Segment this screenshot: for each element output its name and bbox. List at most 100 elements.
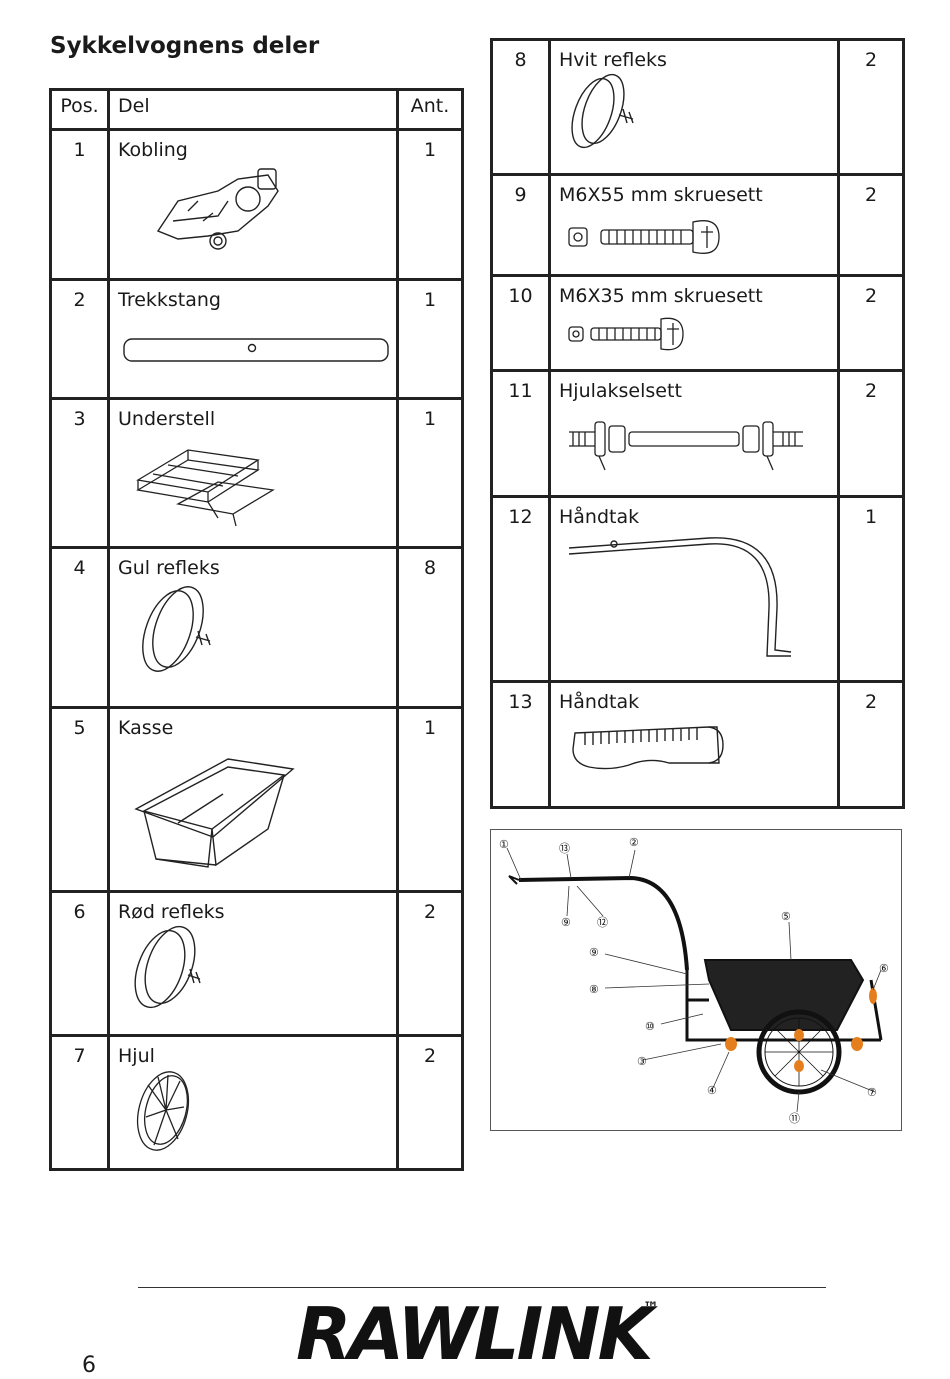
- header-pos: Pos.: [49, 88, 110, 131]
- part-cell: Håndtak: [548, 495, 840, 683]
- callout-12: ⑫: [597, 916, 608, 929]
- callout-3: ③: [637, 1055, 647, 1068]
- assembly-diagram: ① ⑬ ② ⑨ ⑫ ⑤ ⑨ ⑥ ⑧ ⑩ ③ ④ ⑦ ⑪: [490, 829, 902, 1131]
- header-ant: Ant.: [396, 88, 464, 131]
- brand-logo: RAWLINK: [296, 1292, 653, 1376]
- part-cell: Rød refleks: [107, 890, 399, 1037]
- part-name: M6X35 mm skruesett: [559, 285, 763, 307]
- tow-bar-icon: [123, 338, 389, 362]
- part-name: Håndtak: [559, 691, 640, 713]
- part-name: Trekkstang: [118, 289, 221, 311]
- grip-icon: [572, 726, 724, 770]
- footer-divider: [138, 1287, 826, 1288]
- reflector-icon: [134, 925, 201, 1009]
- long-bolt-icon: [568, 220, 720, 254]
- qty-cell: 8: [396, 546, 464, 709]
- pos-cell: 9: [490, 173, 551, 277]
- qty-cell: 2: [837, 680, 905, 809]
- wheel-icon: [136, 1071, 190, 1151]
- reflector-icon: [571, 73, 634, 149]
- table-row: 2 Trekkstang 1: [49, 278, 464, 400]
- qty-cell: 1: [396, 706, 464, 893]
- handle-bar-icon: [568, 537, 792, 657]
- parts-table-right: 8 Hvit refleks 2 9 M6X55 mm skruesett: [490, 38, 905, 809]
- part-cell: Kobling: [107, 128, 399, 281]
- part-name: Kobling: [118, 139, 188, 161]
- part-name: M6X55 mm skruesett: [559, 184, 763, 206]
- pos-cell: 10: [490, 274, 551, 372]
- table-row: 13 Håndtak 2: [490, 680, 905, 809]
- pos-cell: 8: [490, 38, 551, 176]
- trailer-illustration: ① ⑬ ② ⑨ ⑫ ⑤ ⑨ ⑥ ⑧ ⑩ ③ ④ ⑦ ⑪: [499, 836, 889, 1125]
- qty-cell: 2: [837, 173, 905, 277]
- part-cell: M6X55 mm skruesett: [548, 173, 840, 277]
- pos-cell: 13: [490, 680, 551, 809]
- callout-6: ⑥: [879, 962, 889, 975]
- qty-cell: 2: [837, 38, 905, 176]
- table-row: 7 Hjul 2: [49, 1034, 464, 1171]
- reflector-icon: [142, 586, 211, 672]
- pos-cell: 12: [490, 495, 551, 683]
- pos-cell: 7: [49, 1034, 110, 1171]
- short-bolt-icon: [568, 317, 684, 351]
- callout-11: ⑪: [789, 1112, 800, 1125]
- callout-2: ②: [629, 836, 639, 849]
- part-cell: M6X35 mm skruesett: [548, 274, 840, 372]
- part-cell: Håndtak: [548, 680, 840, 809]
- part-cell: Kasse: [107, 706, 399, 893]
- part-cell: Hjul: [107, 1034, 399, 1171]
- part-cell: Gul refleks: [107, 546, 399, 709]
- qty-cell: 2: [837, 274, 905, 372]
- part-name: Hjulakselsett: [559, 380, 682, 402]
- pos-cell: 6: [49, 890, 110, 1037]
- qty-cell: 1: [396, 278, 464, 400]
- pos-cell: 1: [49, 128, 110, 281]
- box-tub-icon: [134, 758, 295, 868]
- part-name: Kasse: [118, 717, 174, 739]
- part-name: Hjul: [118, 1045, 155, 1067]
- pos-cell: 2: [49, 278, 110, 400]
- pos-cell: 3: [49, 397, 110, 549]
- callout-8: ⑧: [589, 983, 599, 996]
- part-cell: Understell: [107, 397, 399, 549]
- axle-icon: [569, 421, 803, 471]
- table-row: 9 M6X55 mm skruesett 2: [490, 173, 905, 277]
- part-name: Rød refleks: [118, 901, 225, 923]
- table-row: 5 Kasse 1: [49, 706, 464, 893]
- chassis-frame-icon: [136, 449, 275, 527]
- table-row: 10 M6X35 mm skruesett 2: [490, 274, 905, 372]
- qty-cell: 2: [396, 890, 464, 1037]
- part-name: Håndtak: [559, 506, 640, 528]
- qty-cell: 1: [837, 495, 905, 683]
- part-cell: Hjulakselsett: [548, 369, 840, 498]
- pos-cell: 11: [490, 369, 551, 498]
- pos-cell: 5: [49, 706, 110, 893]
- qty-cell: 1: [396, 128, 464, 281]
- callout-10: ⑩: [645, 1020, 655, 1033]
- table-header-row: Pos. Del Ant.: [49, 88, 464, 131]
- part-name: Understell: [118, 408, 216, 430]
- qty-cell: 2: [396, 1034, 464, 1171]
- header-del: Del: [107, 88, 399, 131]
- callout-13: ⑬: [559, 842, 570, 855]
- callout-4: ④: [707, 1084, 717, 1097]
- table-row: 3 Understell 1: [49, 397, 464, 549]
- callout-9a: ⑨: [561, 916, 571, 929]
- table-row: 12 Håndtak 1: [490, 495, 905, 683]
- part-name: Hvit refleks: [559, 49, 667, 71]
- part-cell: Trekkstang: [107, 278, 399, 400]
- part-name: Gul refleks: [118, 557, 220, 579]
- table-row: 6 Rød refleks 2: [49, 890, 464, 1037]
- qty-cell: 1: [396, 397, 464, 549]
- callout-9b: ⑨: [589, 946, 599, 959]
- table-row: 1 Kobling 1: [49, 128, 464, 281]
- page-title: Sykkelvognens deler: [50, 33, 320, 59]
- trademark-symbol: ™: [643, 1298, 659, 1317]
- callout-7: ⑦: [867, 1086, 877, 1099]
- parts-table-left: Pos. Del Ant. 1 Kobling 1 2: [49, 88, 464, 1171]
- page-number: 6: [82, 1353, 96, 1378]
- qty-cell: 2: [837, 369, 905, 498]
- table-row: 11 Hjulakselsett 2: [490, 369, 905, 498]
- callout-5: ⑤: [781, 910, 791, 923]
- table-row: 8 Hvit refleks 2: [490, 38, 905, 176]
